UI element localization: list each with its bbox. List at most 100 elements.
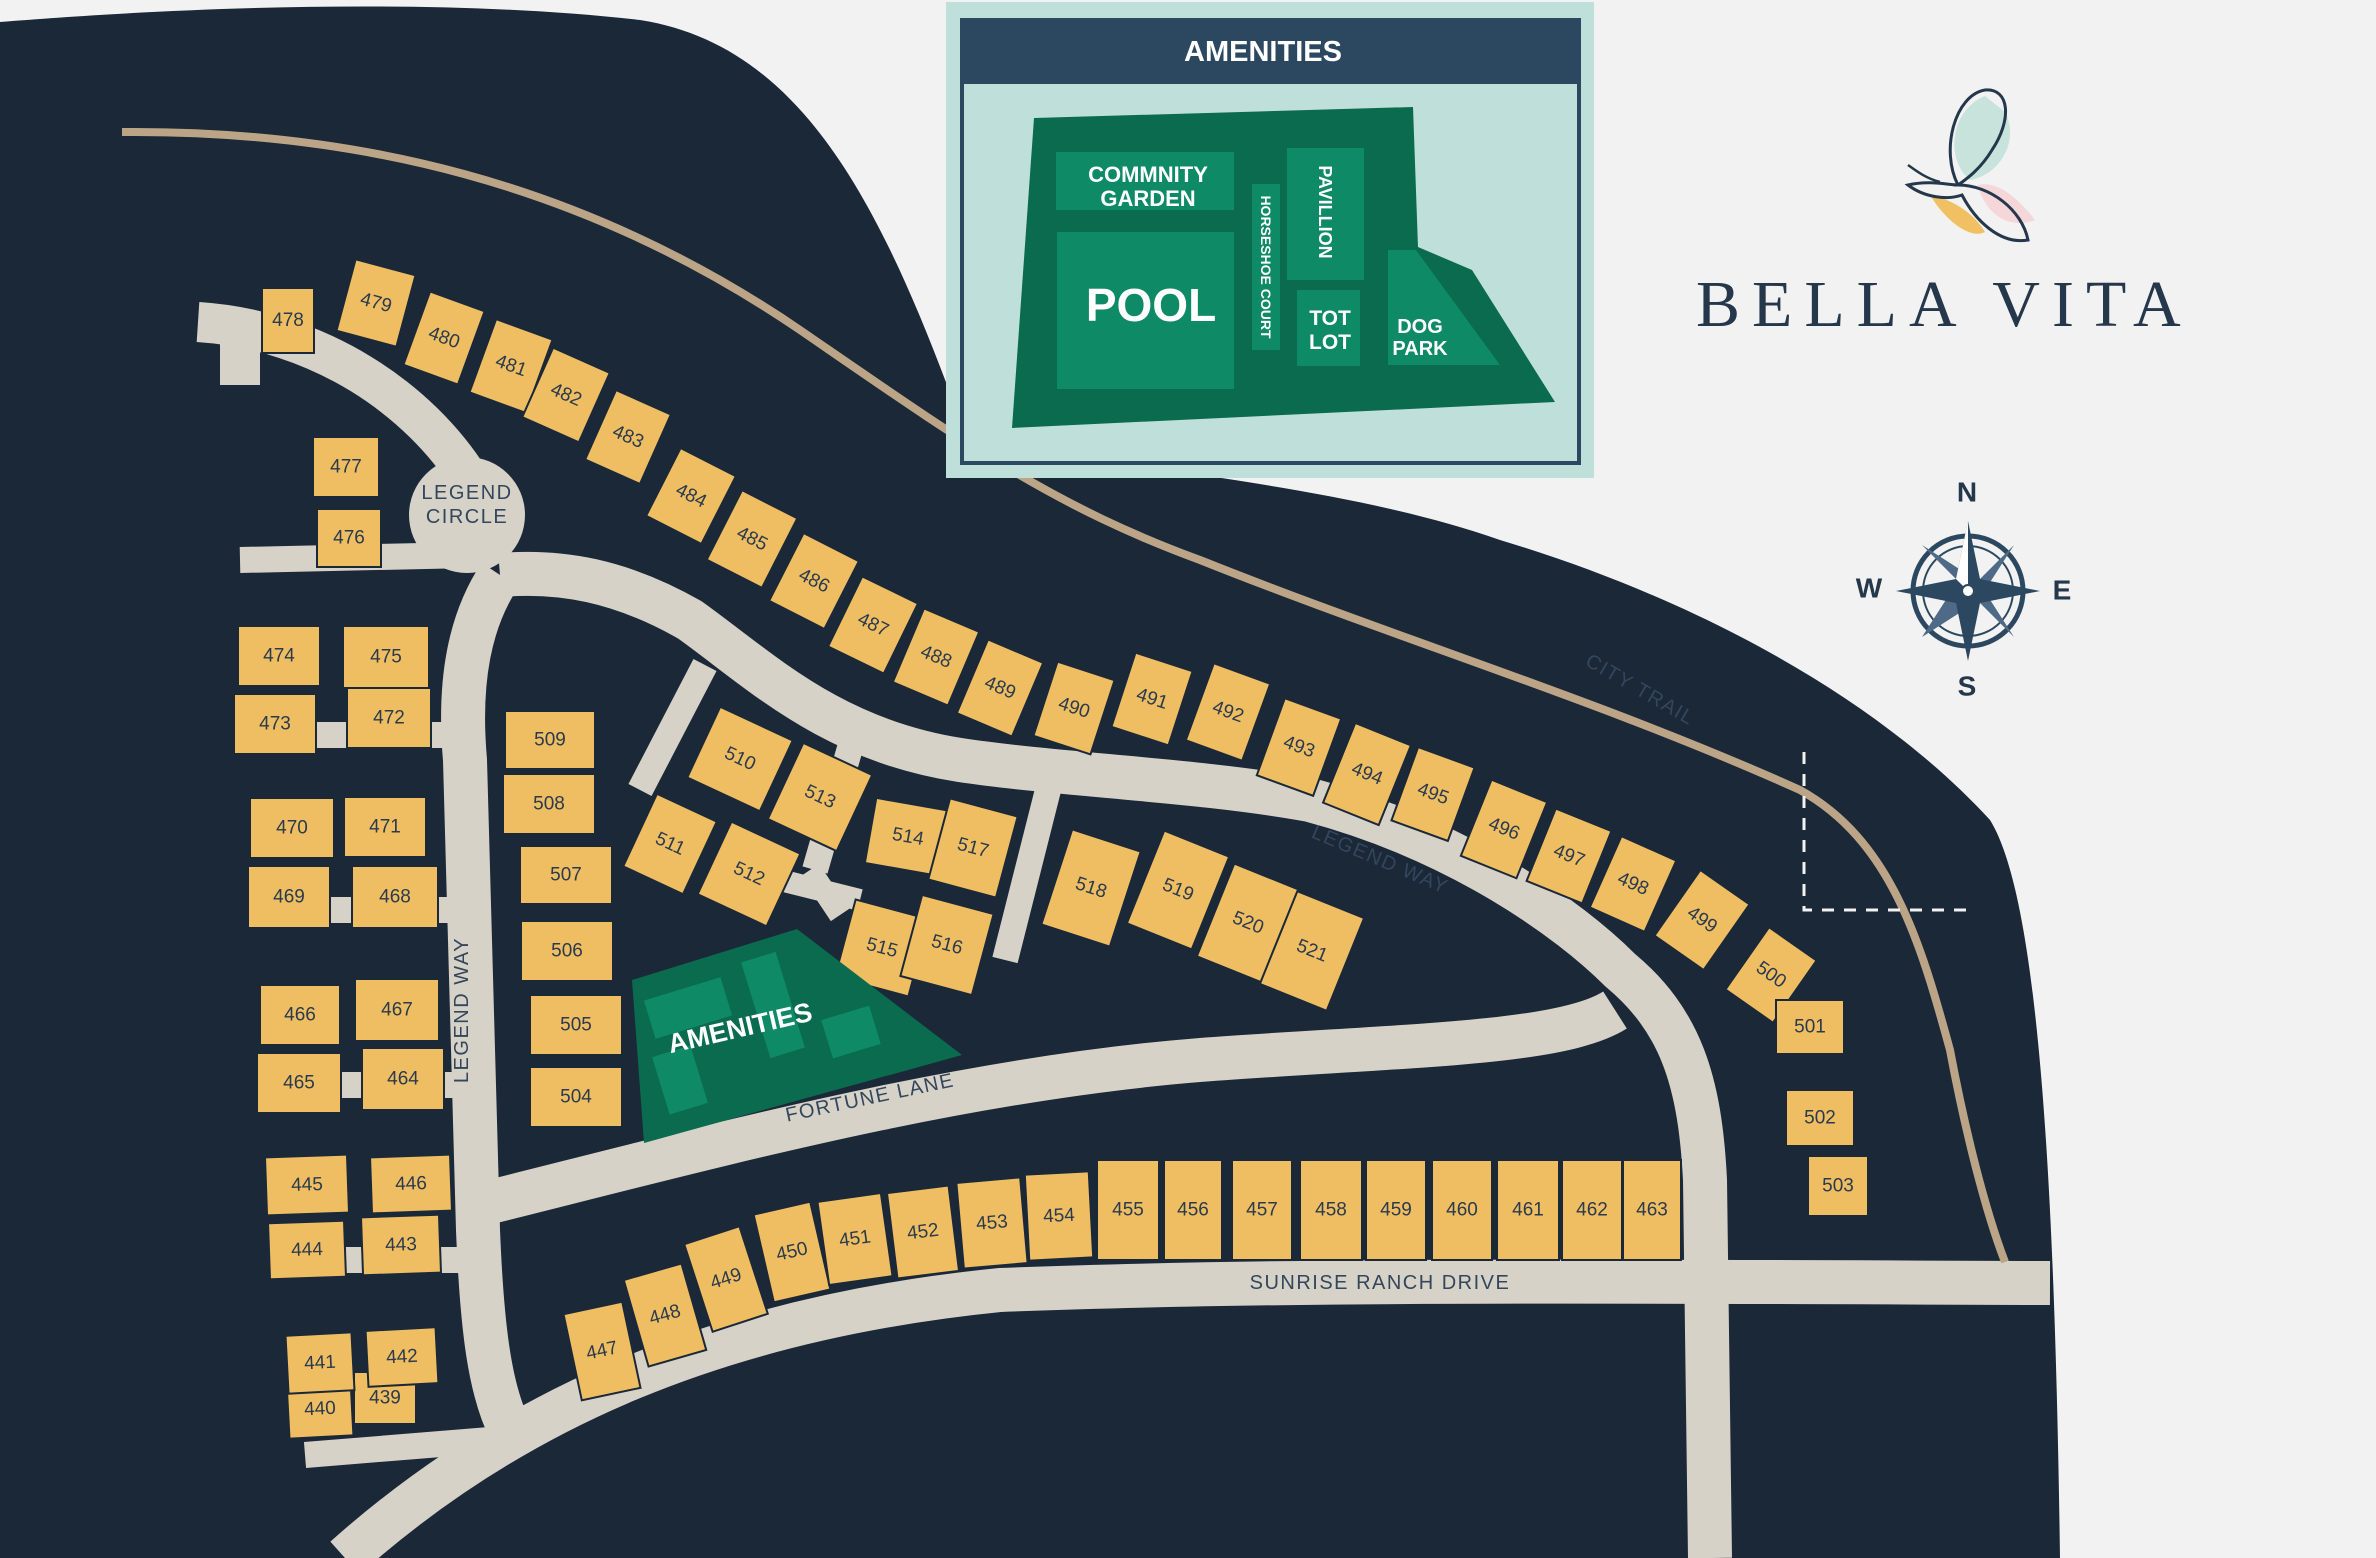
lot-449[interactable]: 449 (682, 1225, 770, 1333)
lot-452[interactable]: 452 (885, 1184, 961, 1280)
lot-shape (312, 436, 380, 498)
lot-475[interactable]: 475 (342, 625, 430, 689)
lot-456[interactable]: 456 (1163, 1159, 1223, 1261)
lot-461[interactable]: 461 (1496, 1159, 1560, 1261)
lot-shape (583, 388, 673, 486)
lot-485[interactable]: 485 (705, 488, 799, 590)
lot-480[interactable]: 480 (402, 290, 486, 386)
inset-area-pavillion[interactable]: PAVILLION (1287, 148, 1364, 280)
lot-469[interactable]: 469 (247, 865, 331, 929)
lot-shape (1255, 696, 1343, 798)
lot-457[interactable]: 457 (1231, 1159, 1293, 1261)
lot-491[interactable]: 491 (1110, 651, 1194, 747)
lot-506[interactable]: 506 (520, 920, 614, 982)
lot-490[interactable]: 490 (1032, 660, 1116, 756)
lot-442[interactable]: 442 (364, 1326, 440, 1388)
lot-519[interactable]: 519 (1125, 829, 1231, 951)
lot-508[interactable]: 508 (502, 773, 596, 835)
lot-451[interactable]: 451 (816, 1191, 894, 1287)
lot-460[interactable]: 460 (1431, 1159, 1493, 1261)
lot-510[interactable]: 510 (685, 705, 795, 813)
lot-454[interactable]: 454 (1023, 1170, 1095, 1262)
lot-441[interactable]: 441 (284, 1331, 356, 1395)
lot-499[interactable]: 499 (1653, 868, 1751, 972)
lot-476[interactable]: 476 (316, 508, 382, 568)
lot-488[interactable]: 488 (891, 607, 981, 707)
lot-466[interactable]: 466 (259, 984, 341, 1046)
lot-504[interactable]: 504 (529, 1066, 623, 1128)
lot-number: 471 (369, 817, 401, 838)
lot-444[interactable]: 444 (267, 1219, 347, 1281)
lot-shape (237, 625, 321, 687)
lot-516[interactable]: 516 (899, 893, 995, 997)
lot-shape (1163, 1159, 1223, 1261)
lot-443[interactable]: 443 (359, 1213, 443, 1277)
lot-448[interactable]: 448 (622, 1262, 708, 1368)
lot-487[interactable]: 487 (826, 575, 920, 675)
lot-463[interactable]: 463 (1622, 1159, 1682, 1261)
lot-502[interactable]: 502 (1785, 1089, 1855, 1147)
lot-498[interactable]: 498 (1588, 834, 1678, 934)
lot-497[interactable]: 497 (1525, 807, 1613, 905)
lot-512[interactable]: 512 (696, 820, 802, 928)
lot-521[interactable]: 521 (1258, 889, 1366, 1013)
lot-483[interactable]: 483 (583, 388, 673, 486)
lot-484[interactable]: 484 (644, 446, 738, 546)
lot-513[interactable]: 513 (766, 741, 874, 853)
lot-495[interactable]: 495 (1390, 745, 1476, 843)
lot-464[interactable]: 464 (361, 1047, 445, 1111)
lot-481[interactable]: 481 (468, 317, 554, 415)
lot-473[interactable]: 473 (233, 693, 317, 755)
lot-478[interactable]: 478 (261, 287, 315, 354)
lot-458[interactable]: 458 (1299, 1159, 1363, 1261)
inset-area-pool[interactable]: POOL (1057, 232, 1234, 389)
lot-472[interactable]: 472 (346, 687, 432, 749)
lot-507[interactable]: 507 (519, 845, 613, 905)
inset-area-horseshoe[interactable]: HORSESHOE COURT (1252, 184, 1280, 350)
lot-471[interactable]: 471 (343, 796, 427, 858)
lot-447[interactable]: 447 (562, 1300, 642, 1402)
lot-468[interactable]: 468 (351, 865, 439, 929)
lot-477[interactable]: 477 (312, 436, 380, 498)
lot-467[interactable]: 467 (354, 978, 440, 1042)
lot-445[interactable]: 445 (263, 1153, 351, 1217)
lot-505[interactable]: 505 (529, 994, 623, 1056)
lot-518[interactable]: 518 (1040, 828, 1142, 948)
lot-455[interactable]: 455 (1096, 1159, 1160, 1261)
lot-shape (351, 865, 439, 929)
lot-493[interactable]: 493 (1255, 696, 1343, 798)
lot-509[interactable]: 509 (504, 710, 596, 770)
lot-503[interactable]: 503 (1807, 1155, 1869, 1217)
lot-492[interactable]: 492 (1184, 661, 1272, 763)
lot-489[interactable]: 489 (955, 638, 1045, 738)
lot-shape (259, 984, 341, 1046)
lot-number: 455 (1112, 1200, 1144, 1221)
lot-shape (826, 575, 920, 675)
lot-482[interactable]: 482 (520, 346, 612, 444)
lot-450[interactable]: 450 (752, 1200, 832, 1304)
lot-470[interactable]: 470 (249, 797, 335, 859)
lot-462[interactable]: 462 (1561, 1159, 1623, 1261)
lot-496[interactable]: 496 (1459, 778, 1549, 880)
lot-511[interactable]: 511 (621, 792, 719, 896)
lot-514[interactable]: 514 (863, 796, 953, 878)
lot-459[interactable]: 459 (1365, 1159, 1427, 1261)
lot-shape (261, 287, 315, 354)
lot-465[interactable]: 465 (256, 1052, 342, 1114)
lot-494[interactable]: 494 (1321, 721, 1413, 827)
lot-446[interactable]: 446 (369, 1153, 453, 1215)
lot-479[interactable]: 479 (335, 258, 417, 348)
lot-500[interactable]: 500 (1724, 925, 1818, 1025)
lot-501[interactable]: 501 (1775, 999, 1845, 1055)
lot-486[interactable]: 486 (767, 531, 861, 631)
lot-453[interactable]: 453 (955, 1176, 1029, 1270)
map-amenities-area[interactable]: AMENITIES (632, 929, 962, 1143)
lot-517[interactable]: 517 (927, 797, 1019, 899)
lot-474[interactable]: 474 (237, 625, 321, 687)
